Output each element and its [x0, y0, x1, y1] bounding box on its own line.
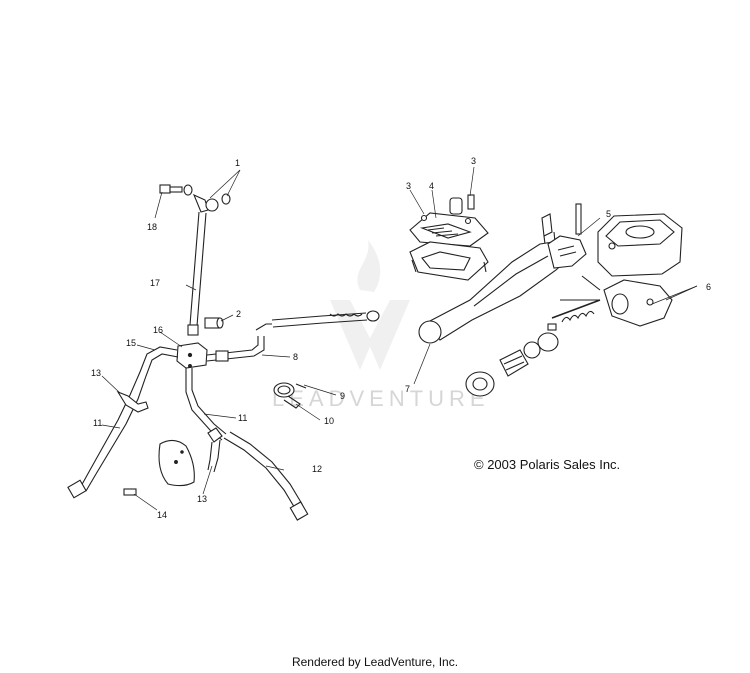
callout-6: 6 — [706, 282, 711, 292]
callout-8: 8 — [293, 352, 298, 362]
callout-17: 17 — [150, 278, 160, 288]
callout-9: 9 — [340, 391, 345, 401]
callout-13a: 13 — [91, 368, 101, 378]
callout-18: 18 — [147, 222, 157, 232]
callout-16: 16 — [153, 325, 163, 335]
callout-11a: 11 — [93, 418, 102, 428]
callout-5: 5 — [606, 209, 611, 219]
callout-2: 2 — [236, 309, 241, 319]
watermark-text: LEADVENTURE — [272, 386, 490, 411]
watermark-logo — [330, 240, 410, 370]
callout-labels: 1 2 3 3 4 5 6 7 8 9 10 11 11 12 13 13 14… — [91, 156, 711, 520]
callout-12: 12 — [312, 464, 322, 474]
callout-4: 4 — [429, 181, 434, 191]
callout-3a: 3 — [406, 181, 411, 191]
leader-lines-right — [409, 166, 698, 385]
master-cylinder-assembly — [409, 194, 683, 397]
callout-3b: 3 — [471, 156, 476, 166]
callout-11b: 11 — [238, 413, 247, 423]
copyright-text: © 2003 Polaris Sales Inc. — [474, 457, 621, 472]
callout-15: 15 — [126, 338, 136, 348]
brake-line-assembly — [67, 184, 380, 521]
footer-credit: Rendered by LeadVenture, Inc. — [291, 655, 459, 669]
callout-14: 14 — [157, 510, 167, 520]
callout-7: 7 — [405, 384, 410, 394]
callout-10: 10 — [324, 416, 334, 426]
callout-1: 1 — [235, 158, 240, 168]
callout-13b: 13 — [197, 494, 207, 504]
leader-lines-left — [101, 169, 337, 511]
